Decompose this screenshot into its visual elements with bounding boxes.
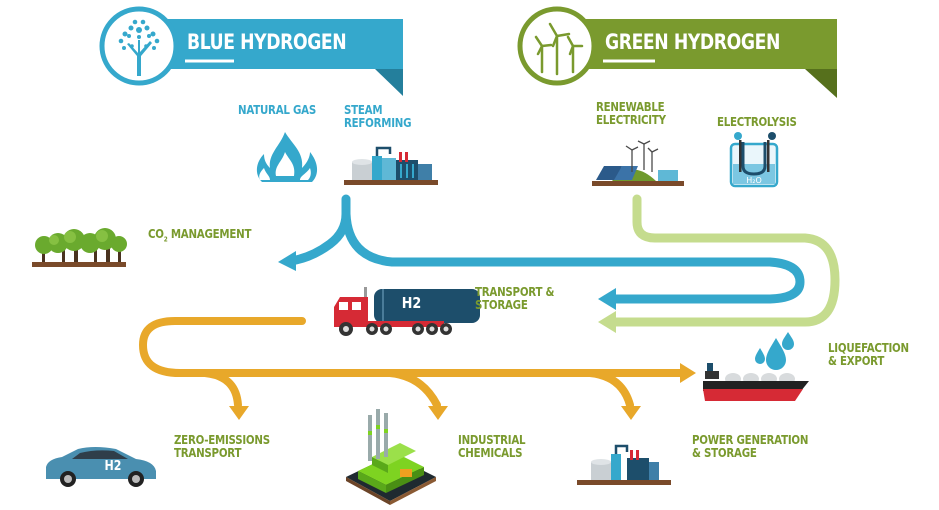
zero-emissions-line-1: ZERO-EMISSIONS [174, 432, 270, 447]
co2-subscript: 2 [163, 235, 168, 244]
tree-icon [118, 19, 160, 76]
truck-h2-label: H2 [401, 294, 422, 312]
banner-fold [375, 69, 403, 96]
arrowhead-co2 [278, 251, 296, 271]
liquefaction-line-1: LIQUEFACTION [828, 340, 909, 355]
green-hydrogen-flow [610, 194, 840, 327]
wind-turbine-icon [534, 22, 584, 76]
chemicals-line-2: CHEMICALS [458, 445, 523, 460]
co2-text: CO [148, 226, 164, 241]
h2o-label: H₂O [746, 176, 762, 185]
water-drops-icon [755, 332, 794, 370]
steam-reforming-line-1: STEAM [344, 102, 383, 117]
green-hydrogen-title: GREEN HYDROGEN [605, 30, 780, 54]
chemicals-line-1: INDUSTRIAL [458, 432, 526, 447]
power-line-2: & STORAGE [692, 445, 757, 460]
flame-icon [256, 132, 318, 182]
zero-emissions-transport-label: ZERO-EMISSIONS TRANSPORT [174, 433, 270, 459]
zero-emissions-line-2: TRANSPORT [174, 445, 242, 460]
car-h2-label: H2 [104, 459, 122, 474]
management-text: MANAGEMENT [167, 226, 252, 241]
blue-hydrogen-flow [291, 194, 805, 304]
power-plant-icon [577, 444, 671, 485]
blue-hydrogen-title: BLUE HYDROGEN [187, 30, 347, 54]
hydrogen-car-icon [46, 447, 156, 487]
natural-gas-label: NATURAL GAS [238, 102, 316, 117]
trees-icon [32, 228, 127, 267]
industrial-chemicals-label: INDUSTRIAL CHEMICALS [458, 432, 526, 460]
transport-line-2: STORAGE [475, 297, 528, 312]
lng-ship-icon [703, 363, 809, 401]
renewable-electricity-icon [592, 140, 684, 186]
arrowhead-power [621, 406, 641, 420]
liquefaction-export-label: LIQUEFACTION & EXPORT [828, 341, 909, 367]
banner-fold [805, 69, 837, 98]
electrolysis-icon: H₂O [729, 132, 779, 188]
transport-storage-label: TRANSPORT & STORAGE [475, 285, 554, 311]
hydrogen-truck-icon [334, 287, 480, 336]
power-generation-storage-label: POWER GENERATION & STORAGE [692, 433, 808, 459]
arrowhead-chemicals [428, 406, 448, 420]
arrowhead-blue-transport [598, 288, 616, 310]
steam-reforming-line-2: REFORMING [344, 115, 412, 130]
renewable-electricity-label: RENEWABLE ELECTRICITY [596, 100, 666, 126]
renewable-line-1: RENEWABLE [596, 99, 665, 114]
liquefaction-line-2: & EXPORT [828, 353, 885, 368]
blue-hydrogen-banner: BLUE HYDROGEN [99, 6, 419, 96]
electrolysis-label: ELECTROLYSIS [717, 114, 797, 129]
arrowhead-zero-emissions [229, 406, 249, 420]
distribution-flow [139, 317, 686, 409]
power-line-1: POWER GENERATION [692, 432, 809, 447]
steam-reforming-label: STEAM REFORMING [344, 102, 412, 130]
steam-reforming-plant-icon [344, 146, 438, 185]
chemical-plant-icon [346, 409, 436, 505]
arrowhead-green-transport [598, 311, 616, 333]
green-hydrogen-banner: GREEN HYDROGEN [517, 6, 847, 98]
renewable-line-2: ELECTRICITY [596, 112, 666, 127]
transport-line-1: TRANSPORT & [475, 284, 555, 299]
arrowhead-export [680, 363, 696, 383]
co2-management-label: CO2 MANAGEMENT [148, 227, 251, 247]
